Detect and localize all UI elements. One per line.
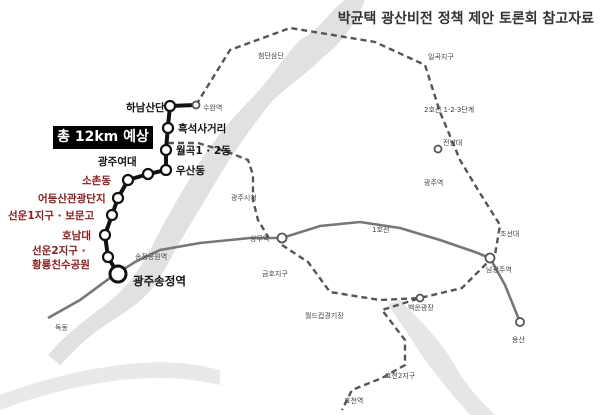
river-branch-2 xyxy=(0,362,220,410)
label-wolgok: 월곡1 · 2동 xyxy=(176,144,231,157)
river xyxy=(48,0,365,365)
label-chosun: 조선대 xyxy=(500,229,519,238)
label-sangmu: 상무역 xyxy=(250,234,269,243)
station-hanam[interactable] xyxy=(163,99,177,113)
line2-west xyxy=(168,141,272,241)
label-line1: 1호선 xyxy=(372,225,389,234)
label-hanam: 하남산단 xyxy=(126,101,165,114)
other-stations xyxy=(191,100,525,327)
station-sochon[interactable] xyxy=(121,173,135,187)
line2-dashed xyxy=(194,26,502,411)
label-gwangju-station: 광주역 xyxy=(424,178,443,187)
label-baegun: 백운광장 xyxy=(408,303,434,312)
label-songjeong-park: 송정공원역 xyxy=(135,252,167,261)
station-sangmu[interactable] xyxy=(276,232,288,244)
station-wolgok[interactable] xyxy=(159,143,173,157)
river-branch xyxy=(388,300,495,415)
station-namgwangju[interactable] xyxy=(484,252,496,264)
station-yongsan[interactable] xyxy=(515,317,525,327)
station-suwan[interactable] xyxy=(191,100,201,110)
label-ilgok: 일곡지구 xyxy=(428,52,454,61)
label-seonun2: 선운2지구 · xyxy=(32,244,86,257)
station-chonnam[interactable] xyxy=(433,144,443,154)
label-hwangryong: 황룡친수공원 xyxy=(32,258,90,271)
label-songjeong: 광주송정역 xyxy=(133,274,186,288)
station-gwangju-womens-univ[interactable] xyxy=(141,167,155,181)
length-badge: 총 12km 예상 xyxy=(53,126,153,149)
label-line2: 2호선 1·2·3단계 xyxy=(424,105,474,114)
line1-east xyxy=(488,257,522,323)
page-title: 박균택 광산비전 정책 제안 토론회 참고자료 xyxy=(337,11,594,27)
label-gwangju-womens-univ: 광주여대 xyxy=(98,155,137,168)
label-namgwangju: 남광주역 xyxy=(486,265,512,274)
station-songjeong[interactable] xyxy=(108,264,128,284)
label-geumho: 금호지구 xyxy=(262,269,288,278)
label-hyocheon2: 효천2지구 xyxy=(385,371,416,380)
label-chonnam: 전남대 xyxy=(443,138,462,147)
label-honam-univ: 호남대 xyxy=(62,229,91,242)
label-worldcup: 월드컵경기장 xyxy=(305,311,344,320)
label-sochon: 소촌동 xyxy=(82,174,111,187)
station-seonun2[interactable] xyxy=(101,250,115,264)
label-seonun1: 선운1지구 · 보문고 xyxy=(8,209,95,222)
label-eodeungsan: 어등산관광단지 xyxy=(38,192,106,205)
label-yongsan: 용산 xyxy=(512,335,525,344)
station-honam-univ[interactable] xyxy=(98,228,112,242)
label-suwan: 수완역 xyxy=(203,103,222,112)
label-cheomdan: 첨단삼단 xyxy=(258,51,284,60)
station-heukseok[interactable] xyxy=(161,121,175,135)
station-seonun1[interactable] xyxy=(105,208,119,222)
label-usan: 우산동 xyxy=(176,164,205,177)
station-baegun[interactable] xyxy=(415,293,425,303)
new-line-stations xyxy=(98,99,177,284)
station-usan[interactable] xyxy=(159,163,173,177)
line2-south xyxy=(281,243,421,302)
label-dokdong: 독동 xyxy=(55,324,68,332)
label-heukseok: 흑석사거리 xyxy=(178,122,226,135)
label-hyocheon: 효천역 xyxy=(344,396,363,405)
station-eodeungsan[interactable] xyxy=(111,191,125,205)
label-cityhall: 광주시청 xyxy=(231,194,257,202)
